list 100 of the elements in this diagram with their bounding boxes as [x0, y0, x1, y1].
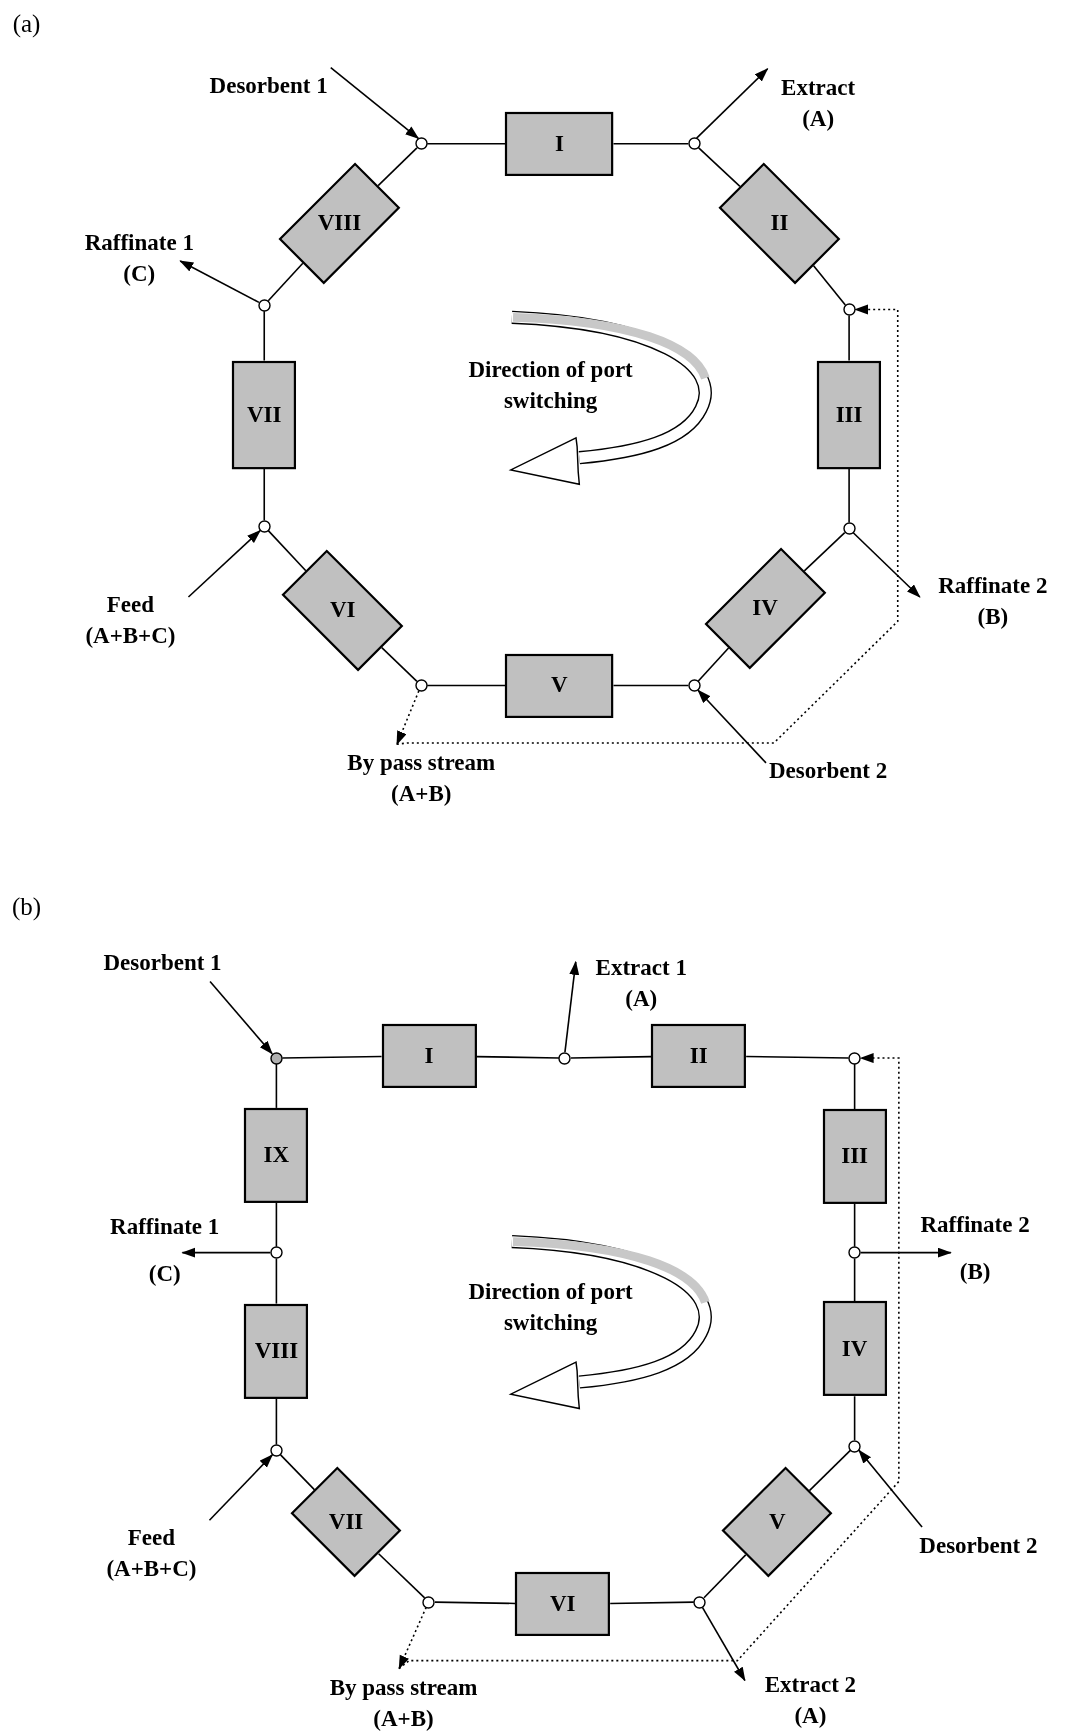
flow-arrow: [179, 260, 260, 304]
stream-label: (C): [147, 1260, 182, 1289]
connector-line: [848, 467, 850, 524]
column-label: V: [551, 672, 568, 699]
column-label: VIII: [254, 1338, 299, 1364]
bypass-arrow: [398, 1053, 900, 1670]
stream-label: Feed (A+B+C): [105, 1524, 198, 1584]
connector-line: [275, 1202, 278, 1248]
connector-line: [426, 684, 507, 687]
bypass-arrow: [396, 304, 899, 746]
junction-circle: [269, 1051, 283, 1065]
column-label: VI: [329, 597, 356, 624]
diagram-note: Direction of port switching: [467, 1277, 634, 1337]
connector-line: [381, 646, 418, 683]
connector-line: [612, 684, 690, 687]
connector-line: [377, 1552, 426, 1599]
stream-label: Raffinate 2 (B): [937, 572, 1049, 632]
column-label: III: [841, 1143, 869, 1170]
column-label: VII: [328, 1509, 364, 1536]
column-label: IV: [752, 595, 778, 622]
connector-line: [853, 1063, 856, 1110]
flow-arrow: [187, 529, 261, 598]
connector-line: [745, 1055, 850, 1059]
connector-line: [853, 1203, 856, 1248]
junction-circle: [842, 303, 856, 317]
column-label: VII: [246, 401, 282, 428]
column-label: I: [424, 1042, 434, 1069]
stream-label: Raffinate 1: [110, 1213, 220, 1242]
connector-line: [275, 1257, 278, 1305]
connector-line: [848, 314, 850, 362]
flow-arrow: [564, 960, 580, 1053]
stream-label: Extract 1 (A): [594, 953, 688, 1013]
stream-label: Desorbent 1: [103, 949, 222, 978]
connector-line: [281, 1055, 383, 1059]
junction-circle: [414, 678, 428, 692]
connector-line: [612, 142, 690, 145]
connector-line: [703, 1554, 747, 1599]
junction-circle: [848, 1051, 862, 1065]
junction-circle: [693, 1595, 707, 1609]
junction-circle: [269, 1444, 283, 1458]
connector-line: [377, 147, 418, 187]
connector-line: [697, 647, 730, 682]
flow-arrow: [209, 980, 273, 1055]
connector-line: [279, 1454, 316, 1491]
junction-circle: [558, 1051, 572, 1065]
diagram-note: Direction of port switching: [467, 355, 634, 415]
stream-label: (B): [958, 1258, 992, 1287]
junction-circle: [687, 137, 701, 151]
connector-line: [609, 1601, 695, 1605]
junction-circle: [848, 1439, 862, 1453]
stream-label: Extract (A): [780, 73, 857, 133]
column-label: I: [554, 130, 564, 157]
junction-circle: [422, 1595, 436, 1609]
connector-line: [275, 1063, 278, 1109]
stream-label: By pass stream (A+B): [328, 1673, 479, 1733]
panel-label: (a): [12, 9, 41, 40]
bypass-arrow: [396, 690, 420, 746]
column-label: IX: [263, 1142, 290, 1169]
stream-label: Feed (A+B+C): [84, 591, 177, 651]
connector-line: [267, 262, 304, 302]
junction-circle: [257, 298, 271, 312]
column-label: V: [768, 1509, 786, 1536]
junction-circle: [842, 521, 856, 535]
stream-label: Desorbent 1: [209, 72, 328, 101]
connector-line: [853, 1395, 856, 1441]
connector-line: [570, 1055, 653, 1059]
connector-line: [853, 1257, 856, 1303]
connector-line: [434, 1601, 517, 1605]
stream-label: Raffinate 2: [920, 1211, 1030, 1240]
stream-label: Desorbent 2: [769, 757, 888, 786]
flow-arrow: [701, 1606, 746, 1682]
junction-circle: [269, 1246, 283, 1260]
column-label: III: [835, 401, 863, 428]
connector-line: [426, 142, 507, 145]
connector-line: [697, 147, 741, 188]
flow-arrow: [859, 1247, 952, 1258]
junction-circle: [414, 137, 428, 151]
connector-line: [812, 264, 847, 306]
column-label: VIII: [317, 210, 362, 237]
connector-line: [475, 1055, 560, 1059]
flow-arrow: [697, 689, 767, 764]
flow-arrow: [695, 67, 769, 139]
connector-line: [267, 529, 307, 572]
junction-circle: [687, 678, 701, 692]
junction-circle: [848, 1246, 862, 1260]
connector-line: [263, 467, 266, 522]
flow-arrow: [858, 1449, 923, 1528]
flow-arrow: [329, 66, 420, 140]
flow-arrow: [208, 1454, 274, 1521]
panel-label: (b): [11, 891, 42, 923]
column-label: VI: [549, 1591, 576, 1618]
connector-line: [263, 310, 266, 362]
junction-circle: [257, 519, 271, 533]
bypass-arrow: [398, 1606, 427, 1670]
stream-label: Extract 2 (A): [763, 1671, 858, 1731]
stream-label: Raffinate 1 (C): [83, 228, 195, 288]
connector-line: [275, 1397, 278, 1446]
column-label: II: [770, 210, 789, 237]
flow-arrow: [181, 1247, 272, 1258]
connector-line: [803, 531, 846, 572]
